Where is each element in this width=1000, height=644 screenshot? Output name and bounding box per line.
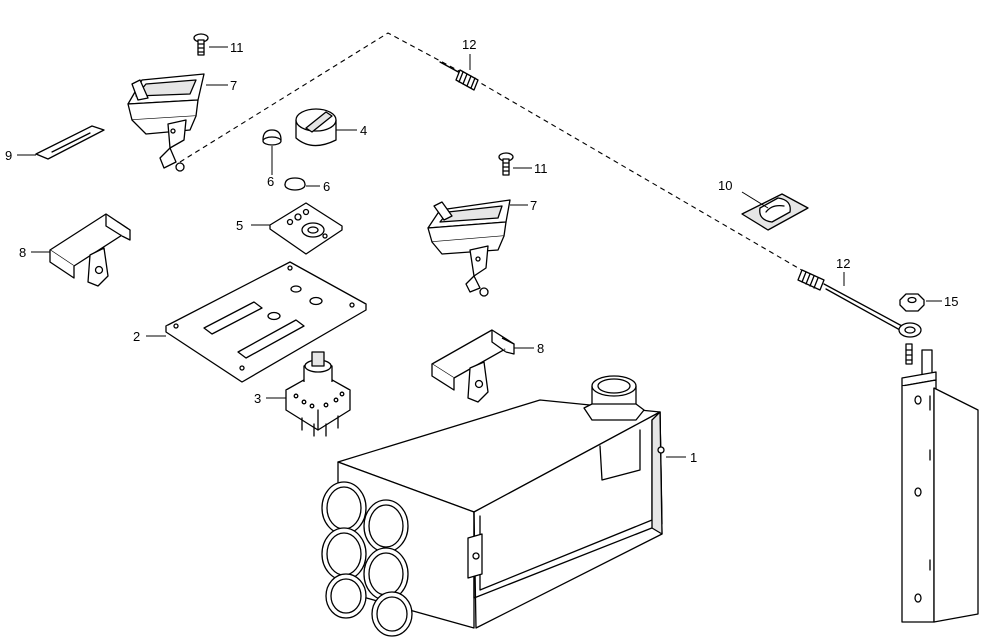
callout-12-lower: 12 [836,256,850,271]
part-4-knob [295,108,337,147]
part-12-cable-end-lower [797,269,922,338]
callout-12-upper: 12 [462,37,476,52]
callout-3: 3 [254,391,261,406]
part-9-gasket-strip [35,125,105,160]
callout-2: 2 [133,329,140,344]
callout-6-upper: 6 [267,174,274,189]
part-5-switch-plate [269,202,343,255]
callout-11-center: 11 [534,161,548,176]
hinge-panel-assembly [901,343,979,623]
part-8-bracket-left [49,213,131,287]
callout-6-lower: 6 [323,179,330,194]
part-2-base-plate [165,261,367,383]
callout-4: 4 [360,123,367,138]
callout-1: 1 [690,450,697,465]
callout-15: 15 [944,294,958,309]
callout-10: 10 [718,178,732,193]
callout-11-upper: 11 [230,40,244,55]
part-6-cap-lower [284,177,306,191]
part-6-cap-upper [262,129,282,146]
part-1-air-duct [321,375,665,637]
part-11-screw-center [498,152,514,176]
callout-7-upper: 7 [230,78,237,93]
part-10-cable-clip [741,193,809,231]
cable-route-dashed-line [179,32,806,273]
callout-7-center: 7 [530,198,537,213]
part-12-cable-end-upper [439,61,479,91]
part-8-bracket-center [431,329,515,403]
callout-8-left: 8 [19,245,26,260]
callout-9: 9 [5,148,12,163]
part-3-rotary-switch [285,351,351,437]
callout-5: 5 [236,218,243,233]
part-7-control-lever-upper [127,73,205,172]
callout-8-center: 8 [537,341,544,356]
part-11-screw-upper [193,33,209,56]
part-15-nut [899,293,925,312]
part-7-control-lever-center [427,199,511,297]
